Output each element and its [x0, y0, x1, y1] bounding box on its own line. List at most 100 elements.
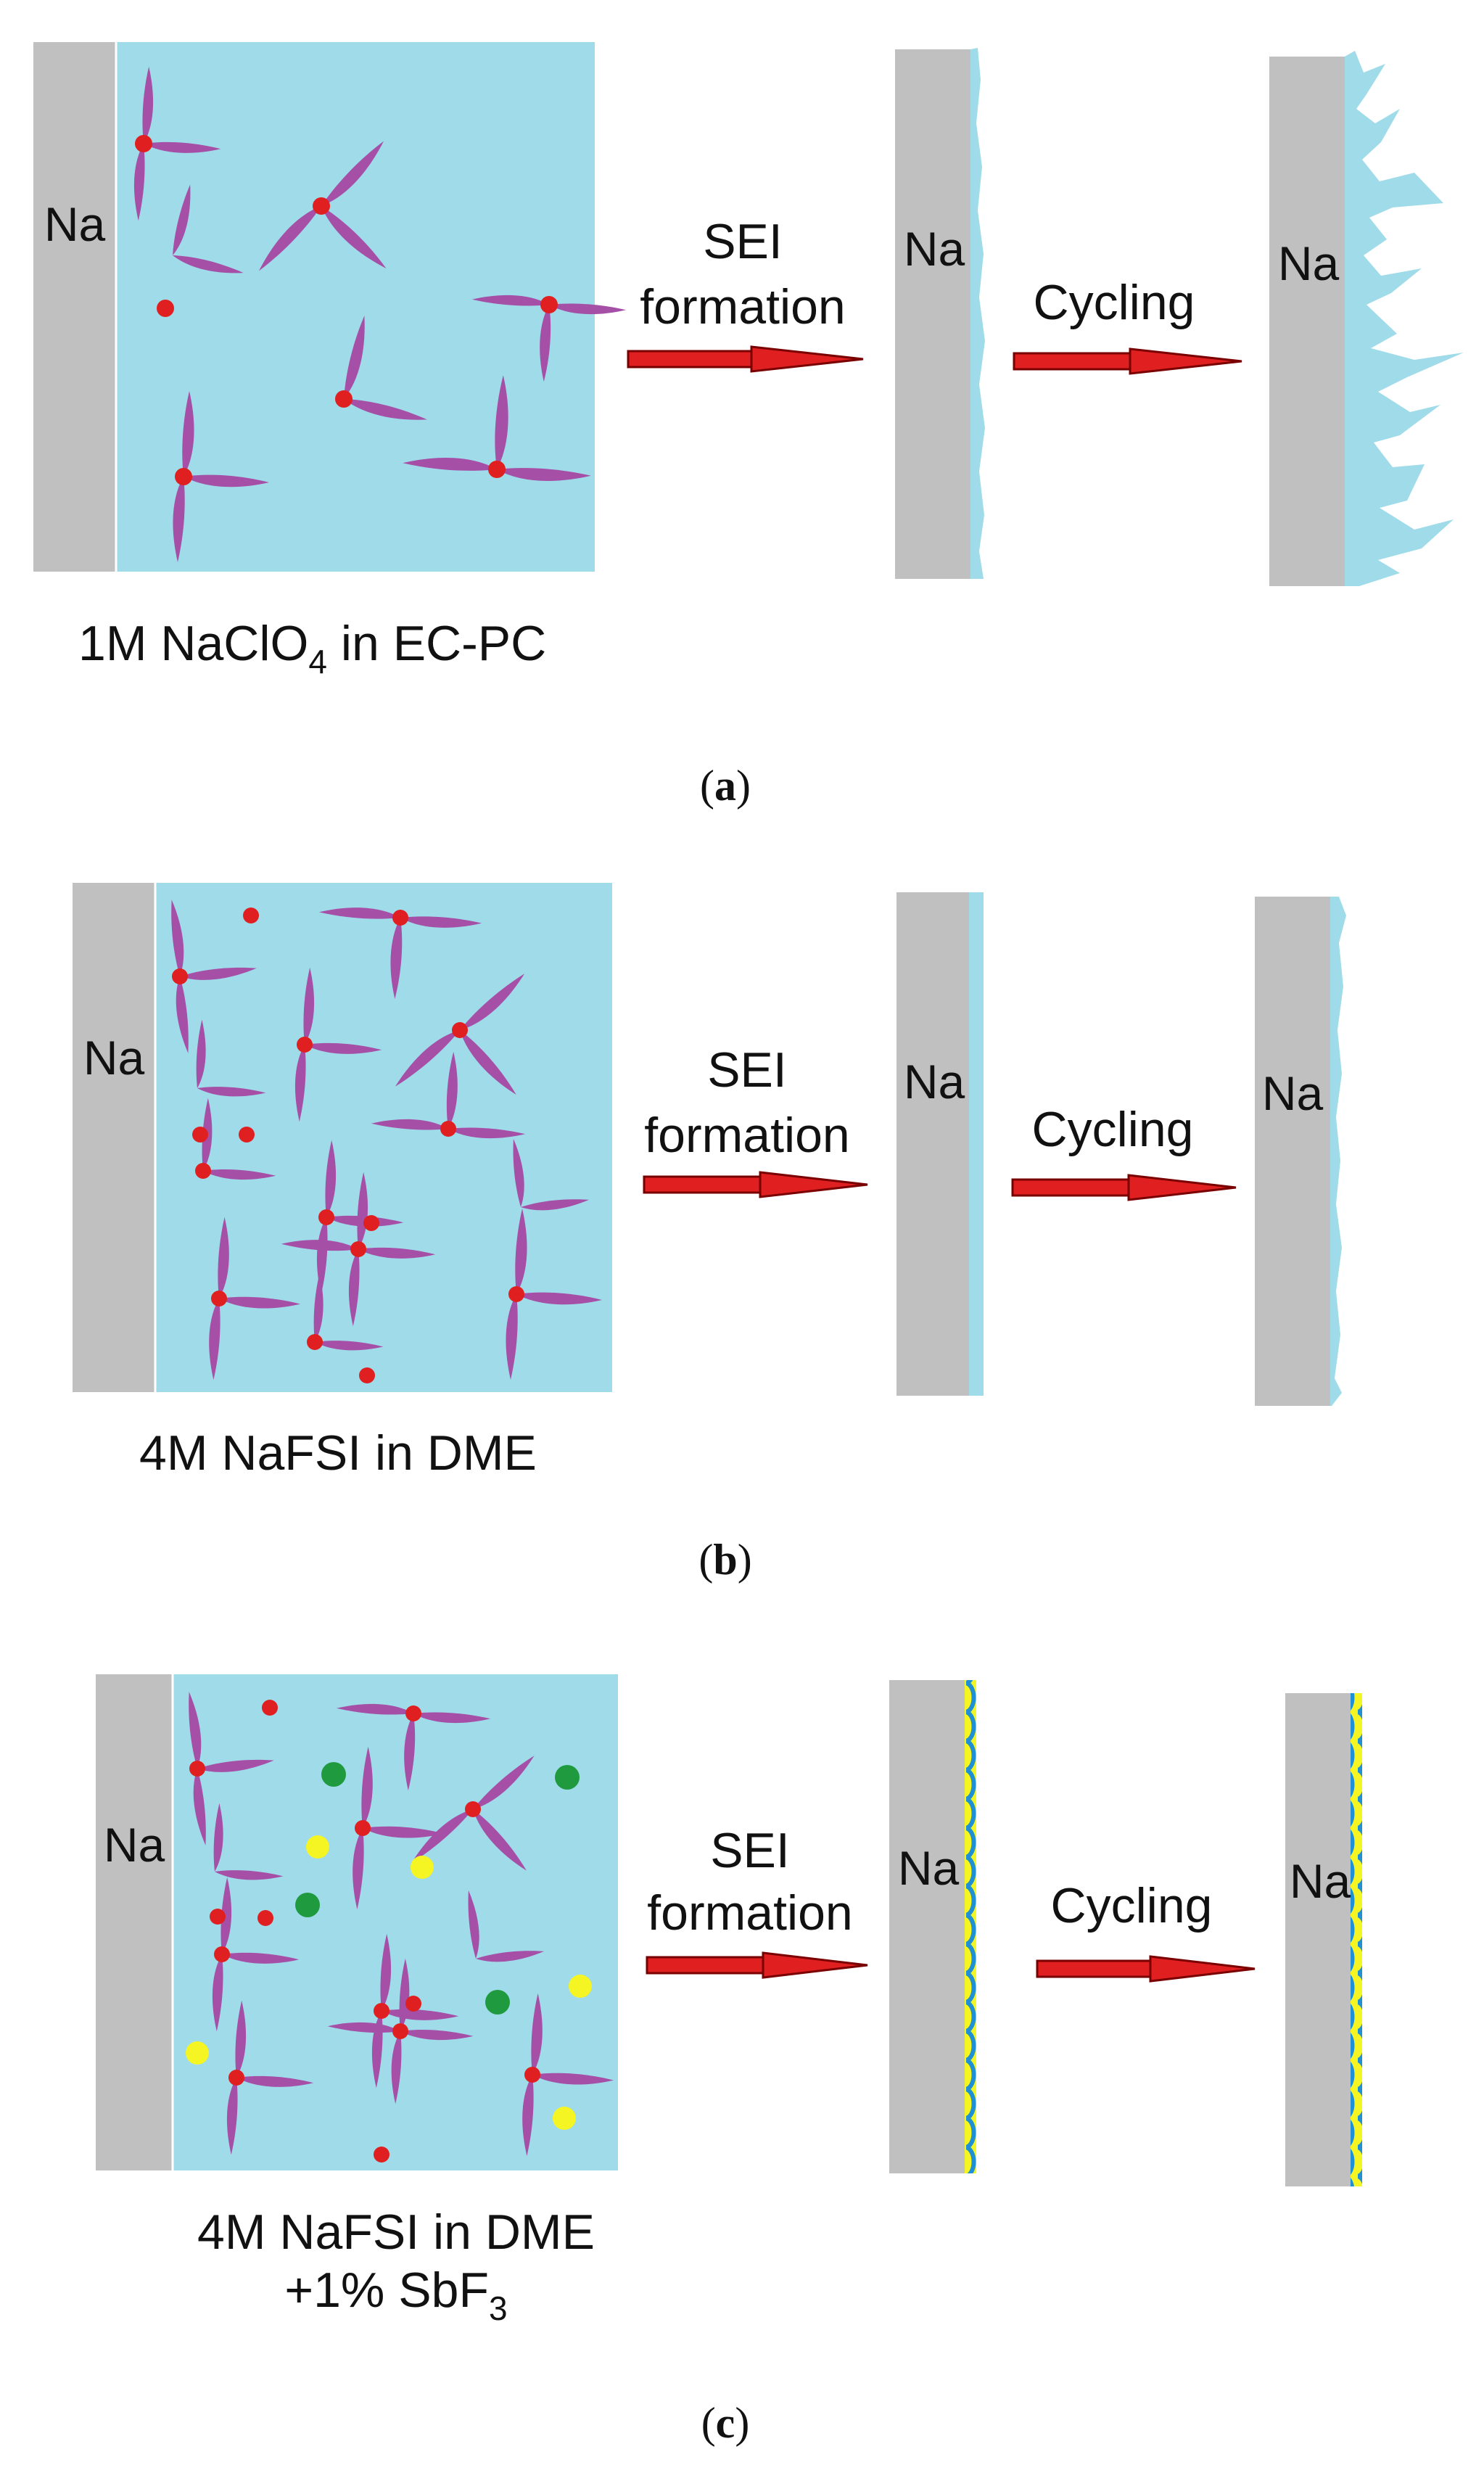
arrow-right-icon	[1036, 1955, 1256, 1983]
sei-layer	[1330, 897, 1346, 1406]
na-ion	[243, 908, 259, 923]
na-ion	[239, 1127, 255, 1143]
electrode-after-sei: Na	[889, 1680, 976, 2173]
na-ion	[210, 1909, 226, 1925]
electrolyte-composition: 4M NaFSI in DME	[197, 2205, 595, 2260]
sei-formation-step: SEI formation	[646, 1823, 868, 1979]
sei-layer	[970, 48, 985, 579]
na-ion	[440, 1121, 456, 1137]
na-ion	[350, 1241, 366, 1257]
electrolyte-composition: 4M NaFSI in DME	[139, 1425, 537, 1481]
na-ion	[405, 1705, 421, 1721]
na-ion	[195, 1163, 211, 1179]
formation-label: formation	[647, 1885, 852, 1941]
cycling-step: Cycling	[1011, 1102, 1237, 1201]
na-ion	[508, 1286, 524, 1302]
dendrites	[1345, 51, 1464, 586]
green-particle	[321, 1762, 346, 1787]
na-ion	[192, 1127, 208, 1143]
na-ions	[189, 1700, 540, 2162]
electrode-label: Na	[1290, 1854, 1351, 1908]
panel-caption: (c)	[701, 2399, 750, 2447]
panel-b: Na	[73, 883, 1346, 1584]
na-ion	[374, 2147, 389, 2162]
na-ion	[228, 2070, 244, 2086]
sei-layer	[965, 1680, 976, 2173]
electrode-label: Na	[898, 1841, 960, 1895]
na-ion	[318, 1209, 334, 1225]
yellow-particle	[569, 1975, 592, 1998]
cycling-label: Cycling	[1051, 1878, 1213, 1933]
electrode-after-sei: Na	[895, 48, 985, 579]
electrode-label: Na	[83, 1031, 145, 1085]
sei-label: SEI	[707, 1042, 787, 1098]
sbf3-additive-particles	[186, 1762, 592, 2130]
electrode-label: Na	[1278, 236, 1340, 290]
na-ion	[452, 1022, 468, 1038]
green-particle	[485, 1990, 510, 2015]
na-ion	[211, 1291, 227, 1306]
sodium-electrode	[73, 883, 155, 1392]
arrow-right-icon	[646, 1951, 868, 1979]
na-ion	[363, 1215, 379, 1231]
electrode-after-cycling: Na	[1269, 51, 1464, 586]
na-ion	[297, 1037, 313, 1053]
electrolyte-cell-c: Na	[96, 1674, 618, 2170]
electrode-label: Na	[904, 222, 965, 276]
cycling-label: Cycling	[1034, 275, 1195, 330]
formation-label: formation	[644, 1108, 849, 1163]
na-ion	[135, 135, 152, 152]
cycling-step: Cycling	[1013, 275, 1242, 375]
panel-caption: (b)	[698, 1536, 751, 1584]
arrow-right-icon	[1013, 347, 1242, 375]
electrode-label: Na	[1262, 1066, 1324, 1120]
electrolyte-cell-b: Na	[73, 883, 612, 1392]
electrolyte-additive: +1% SbF3	[284, 2263, 507, 2327]
na-ions	[172, 908, 524, 1383]
na-ion	[392, 2023, 408, 2039]
electrode-label: Na	[44, 197, 106, 251]
na-ions	[135, 135, 558, 485]
na-ion	[405, 1996, 421, 2012]
arrow-right-icon	[1011, 1174, 1237, 1201]
yellow-particle	[186, 2041, 209, 2065]
sodium-electrode	[33, 42, 116, 572]
na-ion	[172, 968, 188, 984]
na-ion	[465, 1801, 481, 1817]
panel-caption: (a)	[700, 762, 751, 810]
electrolyte-region	[116, 42, 595, 572]
electrode-after-cycling: Na	[1255, 897, 1346, 1406]
sei-formation-step: SEI formation	[627, 214, 864, 373]
sodium-electrode	[96, 1674, 173, 2170]
sei-formation-step: SEI formation	[643, 1042, 868, 1198]
na-ion	[262, 1700, 278, 1716]
yellow-particle	[411, 1856, 434, 1879]
panel-a: Na 1M NaClO4 in EC-PC	[33, 42, 1464, 810]
na-ion	[214, 1946, 230, 1962]
yellow-particle	[306, 1835, 329, 1859]
na-ion	[157, 300, 174, 317]
electrode-label: Na	[104, 1818, 165, 1872]
na-ion	[392, 910, 408, 926]
sei-label: SEI	[710, 1823, 790, 1878]
sei-layer	[1351, 1693, 1362, 2186]
sei-label: SEI	[703, 214, 783, 269]
na-ion	[189, 1761, 205, 1777]
electrode-label: Na	[904, 1055, 965, 1108]
cycling-step: Cycling	[1036, 1878, 1256, 1983]
yellow-particle	[553, 2107, 576, 2130]
na-ion	[175, 468, 192, 485]
na-ion	[374, 2003, 389, 2019]
na-ion	[355, 1820, 371, 1836]
na-ion	[524, 2067, 540, 2083]
electrolyte-cell-a: Na	[33, 42, 627, 572]
na-ion	[313, 197, 330, 215]
green-particle	[295, 1893, 320, 1917]
na-ion	[307, 1334, 323, 1350]
cycling-label: Cycling	[1032, 1102, 1194, 1157]
na-ion	[359, 1367, 375, 1383]
arrow-right-icon	[643, 1171, 868, 1198]
electrolyte-composition: 1M NaClO4 in EC-PC	[78, 616, 546, 680]
electrode-after-cycling: Na	[1285, 1693, 1362, 2186]
